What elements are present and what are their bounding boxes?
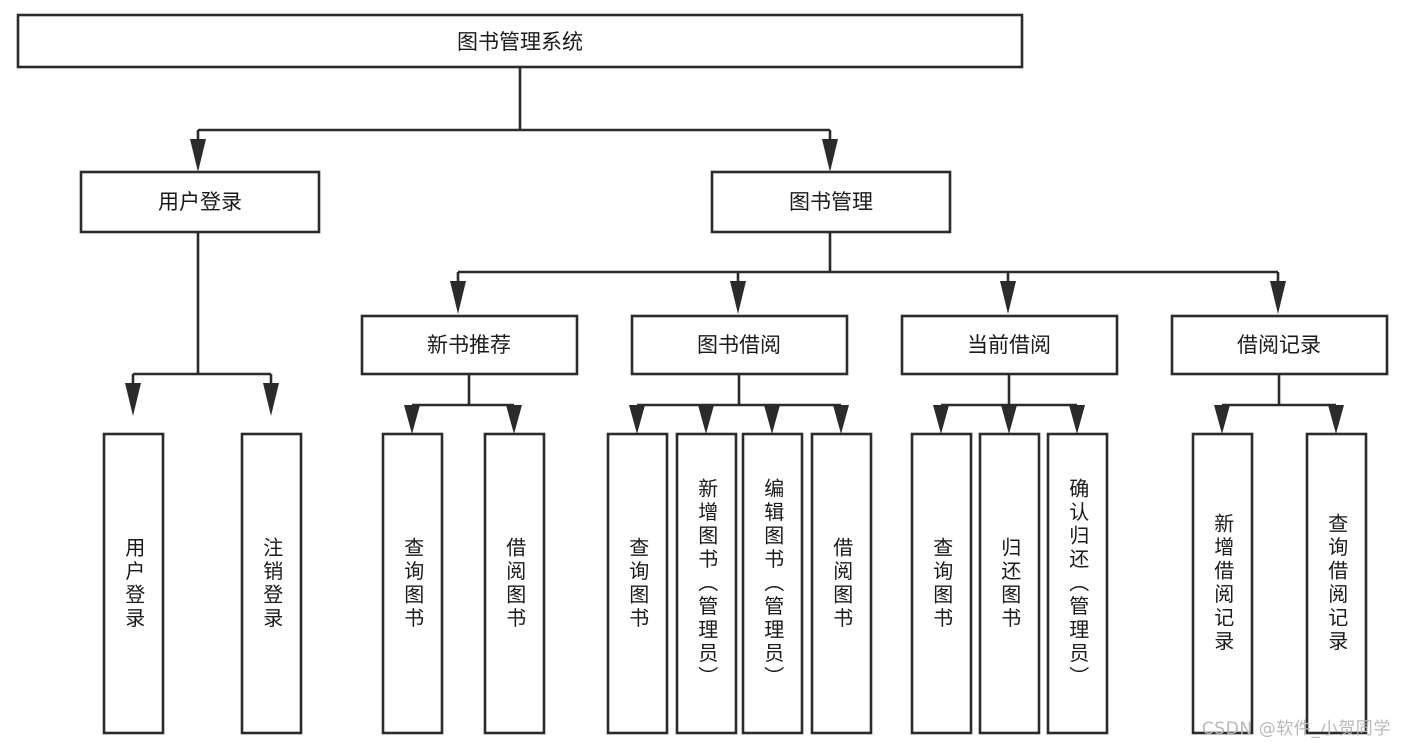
leaf-query-book-3-box[interactable] [910, 432, 973, 735]
node-book-borrow-box[interactable] [630, 314, 849, 376]
node-new-book-recommend-label: 新书推荐 [427, 333, 511, 357]
arrow-bm-to-book-borrow [730, 281, 746, 314]
leaf-add-book-box[interactable] [675, 432, 738, 735]
node-book-manage-box[interactable] [710, 170, 952, 234]
node-borrow-record-box[interactable] [1170, 314, 1389, 376]
node-book-borrow[interactable]: 图书借阅 [630, 314, 849, 376]
arrow-cb-to-confirm-return [1069, 405, 1085, 434]
node-book-borrow-label: 图书借阅 [697, 333, 781, 357]
leaf-user-login-box[interactable] [102, 432, 165, 735]
node-new-book-recommend-box[interactable] [360, 314, 579, 376]
connector-group-book-borrow [629, 374, 849, 434]
leaf-query-book-1-box[interactable] [381, 432, 444, 735]
connector-group-new-book-recommend [404, 374, 522, 434]
leaf-confirm-return-box[interactable] [1046, 432, 1109, 735]
arrow-user-login-to-leaf-login [125, 383, 141, 416]
leaf-query-record-box[interactable] [1305, 432, 1368, 735]
node-book-manage[interactable]: 图书管理 [710, 170, 952, 234]
arrow-bm-to-borrow-record [1270, 281, 1286, 314]
node-current-borrow[interactable]: 当前借阅 [900, 314, 1119, 376]
arrow-bb-to-borrow-book [833, 405, 849, 434]
leaf-user-logout-box[interactable] [240, 432, 303, 735]
arrow-br-to-query-record [1328, 405, 1344, 434]
node-borrow-record-label: 借阅记录 [1237, 333, 1321, 357]
arrow-bb-to-add-book [698, 405, 714, 434]
arrow-nbr-to-borrow-book [506, 405, 522, 434]
node-root[interactable]: 图书管理系统 [16, 13, 1024, 69]
arrow-cb-to-return-book [1001, 405, 1017, 434]
arrow-root-to-user-login [190, 139, 206, 172]
node-new-book-recommend[interactable]: 新书推荐 [360, 314, 579, 376]
node-book-manage-label: 图书管理 [789, 190, 873, 214]
leaf-query-book-2-box[interactable] [606, 432, 669, 735]
node-borrow-record[interactable]: 借阅记录 [1170, 314, 1389, 376]
node-current-borrow-label: 当前借阅 [967, 333, 1051, 357]
arrow-bb-to-edit-book [764, 405, 780, 434]
connector-group-borrow-record [1214, 374, 1344, 434]
connector-group-current-borrow [933, 374, 1085, 434]
arrow-nbr-to-query-book [404, 405, 420, 434]
node-root-label: 图书管理系统 [457, 30, 583, 54]
leaf-borrow-book-1-box[interactable] [483, 432, 546, 735]
connector-group-book-manage [450, 232, 1286, 314]
leaf-boxes [102, 432, 1368, 735]
leaf-edit-book-box[interactable] [741, 432, 804, 735]
arrow-user-login-to-leaf-logout [263, 383, 279, 416]
arrow-br-to-add-record [1214, 405, 1230, 434]
leaf-borrow-book-2-box[interactable] [810, 432, 873, 735]
arrow-cb-to-query-book [933, 405, 949, 434]
arrow-root-to-book-manage [822, 139, 838, 172]
arrow-bb-to-query-book [629, 405, 645, 434]
leaf-add-record-box[interactable] [1191, 432, 1254, 735]
node-user-login-label: 用户登录 [158, 190, 242, 214]
node-root-box[interactable] [16, 13, 1024, 69]
leaf-return-book-box[interactable] [978, 432, 1041, 735]
arrow-bm-to-current-borrow [1000, 281, 1016, 314]
node-current-borrow-box[interactable] [900, 314, 1119, 376]
arrow-bm-to-new-book-recommend [450, 281, 466, 314]
node-user-login[interactable]: 用户登录 [79, 170, 321, 234]
connector-group-root [190, 67, 838, 172]
connector-group-user-login [125, 232, 279, 416]
node-user-login-box[interactable] [79, 170, 321, 234]
